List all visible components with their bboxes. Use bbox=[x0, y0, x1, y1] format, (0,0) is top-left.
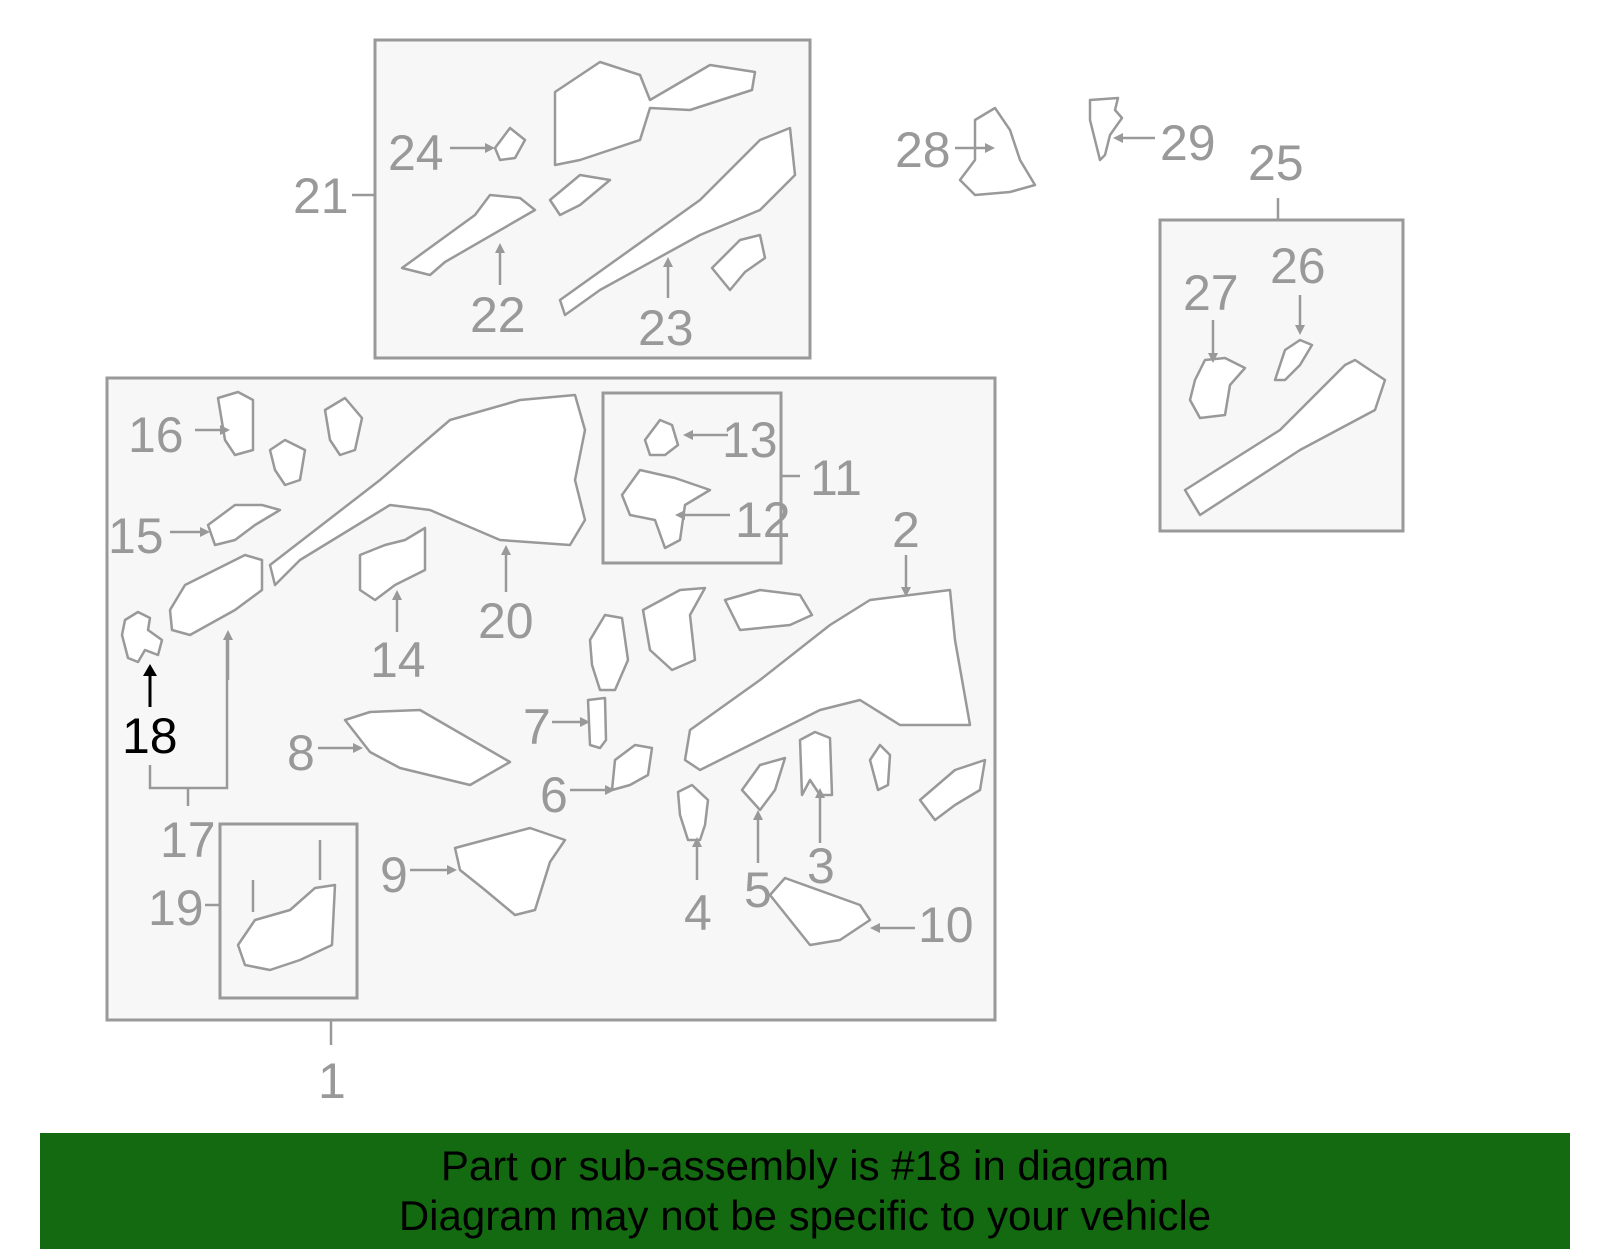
callout-6: 6 bbox=[540, 767, 568, 823]
part-2 bbox=[683, 588, 972, 772]
callout-8: 8 bbox=[287, 725, 315, 781]
part-16 bbox=[216, 390, 255, 457]
part-13 bbox=[643, 418, 680, 457]
callout-29: 29 bbox=[1160, 115, 1216, 171]
callout-5: 5 bbox=[744, 862, 772, 918]
part-19 bbox=[236, 883, 337, 972]
part-7 bbox=[586, 696, 608, 750]
callout-22: 22 bbox=[470, 287, 526, 343]
callout-19: 19 bbox=[148, 880, 204, 936]
part-9 bbox=[453, 826, 567, 917]
part-8 bbox=[343, 708, 512, 787]
part-strut-tower bbox=[553, 60, 757, 167]
part-17-tube bbox=[168, 553, 264, 637]
part-29 bbox=[1088, 96, 1124, 162]
part-20 bbox=[268, 393, 587, 587]
info-banner: Part or sub-assembly is #18 in diagram D… bbox=[40, 1133, 1570, 1249]
part-small-21 bbox=[548, 173, 612, 217]
callout-10: 10 bbox=[918, 897, 974, 953]
callout-12: 12 bbox=[735, 492, 791, 548]
part-18-highlighted bbox=[120, 610, 164, 664]
callout-1: 1 bbox=[318, 1053, 346, 1109]
part-26 bbox=[1273, 338, 1314, 382]
callout-21: 21 bbox=[293, 168, 349, 224]
part-bracket-f bbox=[868, 743, 892, 792]
part-4 bbox=[676, 783, 710, 842]
part-15 bbox=[206, 503, 282, 547]
part-23 bbox=[558, 126, 797, 317]
callout-9: 9 bbox=[380, 847, 408, 903]
callout-14: 14 bbox=[370, 632, 426, 688]
callout-15: 15 bbox=[108, 508, 164, 564]
callout-11: 11 bbox=[810, 450, 862, 506]
part-bracket-e bbox=[723, 588, 814, 632]
callout-3: 3 bbox=[807, 838, 835, 894]
part-10 bbox=[768, 876, 872, 947]
banner-line-1: Part or sub-assembly is #18 in diagram bbox=[440, 1142, 1170, 1189]
group-box-11 bbox=[601, 391, 783, 565]
part-14 bbox=[358, 526, 427, 602]
callout-28: 28 bbox=[895, 122, 951, 178]
callout-13: 13 bbox=[722, 412, 778, 468]
callout-7: 7 bbox=[523, 699, 551, 755]
callout-27: 27 bbox=[1183, 265, 1239, 321]
part-bracket-d bbox=[641, 586, 707, 672]
leader-lines bbox=[143, 133, 1305, 933]
callout-25: 25 bbox=[1248, 135, 1304, 191]
callout-20: 20 bbox=[478, 593, 534, 649]
callout-18: 18 bbox=[122, 708, 178, 764]
callout-16: 16 bbox=[128, 407, 184, 463]
callout-4: 4 bbox=[684, 885, 712, 941]
part-12 bbox=[620, 468, 712, 550]
callout-17: 17 bbox=[160, 812, 216, 868]
callout-26: 26 bbox=[1270, 238, 1326, 294]
part-bracket-21 bbox=[710, 233, 767, 292]
part-28 bbox=[958, 106, 1037, 197]
part-22 bbox=[400, 193, 537, 277]
part-3 bbox=[798, 730, 834, 797]
part-bracket-b bbox=[323, 396, 364, 457]
banner-line-2: Diagram may not be specific to your vehi… bbox=[398, 1192, 1212, 1239]
part-5 bbox=[740, 756, 787, 812]
callout-24: 24 bbox=[388, 125, 444, 181]
part-bracket-g bbox=[918, 758, 987, 822]
part-bracket-a bbox=[268, 438, 307, 487]
part-bracket-c bbox=[588, 613, 630, 692]
part-24 bbox=[493, 126, 527, 162]
callout-23: 23 bbox=[638, 300, 694, 356]
part-rail-25 bbox=[1183, 358, 1387, 517]
callout-2: 2 bbox=[892, 502, 920, 558]
